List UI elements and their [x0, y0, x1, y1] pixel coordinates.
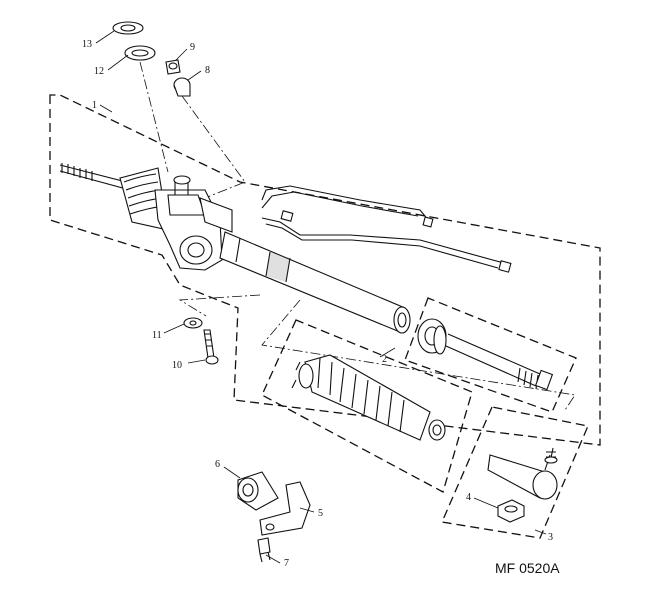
- group-boundary-track-rod-end: [441, 406, 589, 539]
- dust-cover-cap: [112, 21, 144, 35]
- leader-12: [107, 54, 129, 71]
- callout-4: 4: [466, 492, 471, 503]
- clamp-bolt: [257, 537, 271, 563]
- callout-8: 8: [205, 65, 210, 76]
- leader-4: [473, 497, 499, 509]
- gaiter-kit: [291, 354, 446, 441]
- pinion-nut: [165, 59, 181, 75]
- mount-washer: [183, 317, 203, 329]
- track-rod-end: [487, 447, 558, 500]
- group-boundary-gaiter: [261, 319, 473, 493]
- steering-rack-assembly: [59, 163, 512, 334]
- callout-9: 9: [190, 42, 195, 53]
- callout-12: 12: [94, 66, 104, 77]
- callout-11: 11: [152, 330, 162, 341]
- mounting-bush: [237, 471, 279, 511]
- leader-11: [163, 323, 185, 334]
- track-rod-nut: [497, 499, 525, 523]
- leader-6: [223, 466, 241, 479]
- leader-7: [265, 554, 281, 564]
- mount-bolt: [203, 329, 219, 365]
- pinion-seal: [173, 77, 191, 97]
- callout-3: 3: [548, 532, 553, 543]
- mounting-clamp: [259, 481, 311, 536]
- alignment-line-rack-end: [261, 299, 576, 411]
- group-boundary-inner-joint: [404, 297, 577, 413]
- callout-13: 13: [82, 39, 92, 50]
- alignment-line-mount-bolt: [178, 294, 261, 317]
- leader-2: [379, 347, 396, 358]
- callout-7: 7: [284, 558, 289, 569]
- leader-8: [187, 70, 202, 81]
- leader-1: [99, 104, 113, 113]
- alignment-line-pinion: [139, 61, 169, 173]
- callout-5: 5: [318, 508, 323, 519]
- leader-13: [95, 30, 115, 44]
- callout-10: 10: [172, 360, 182, 371]
- callout-6: 6: [215, 459, 220, 470]
- leader-10: [187, 359, 206, 364]
- inner-ball-joint: [417, 318, 554, 391]
- dust-cover: [124, 45, 156, 61]
- drawing-reference: MF 0520A: [495, 560, 560, 576]
- callout-1: 1: [92, 100, 97, 111]
- alignment-line-valve: [181, 95, 246, 199]
- callout-2: 2: [382, 354, 387, 365]
- group-boundary-steering-rack: [49, 94, 601, 446]
- leader-3: [534, 529, 547, 535]
- leader-5: [299, 507, 315, 513]
- leader-9: [175, 48, 188, 61]
